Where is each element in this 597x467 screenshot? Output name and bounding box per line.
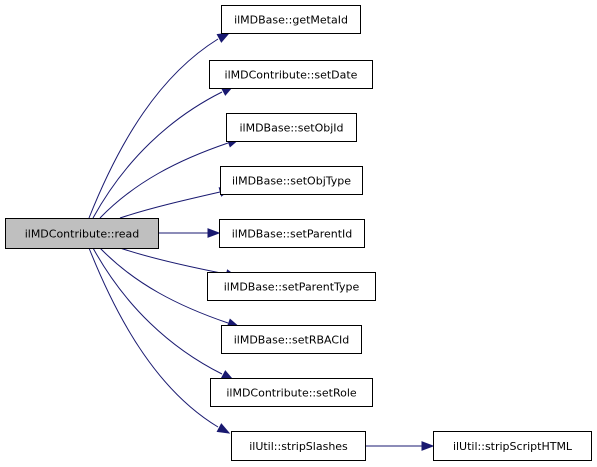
node-box[interactable]	[209, 60, 373, 89]
arrowhead-icon	[216, 423, 231, 434]
edge-line	[88, 38, 219, 219]
node-box[interactable]	[231, 431, 366, 461]
node-label: ilMDBase::getMetaId	[234, 14, 348, 27]
node-box[interactable]	[207, 272, 376, 301]
node-setRole[interactable]: ilMDContribute::setRole	[210, 378, 373, 407]
edge-read-to-setDate	[92, 85, 235, 219]
edge-line	[88, 247, 219, 428]
edge-read-to-setObjId	[99, 138, 241, 219]
edge-read-to-setObjType	[119, 187, 233, 219]
edge-read-to-stripSlashes	[88, 247, 231, 434]
node-box[interactable]	[226, 113, 357, 142]
node-box[interactable]	[220, 166, 363, 195]
edge-line	[119, 247, 227, 275]
node-setParentId[interactable]: ilMDBase::setParentId	[219, 219, 365, 248]
node-box[interactable]	[219, 219, 365, 248]
edge-line	[92, 91, 223, 219]
node-label: ilMDContribute::setRole	[226, 387, 357, 400]
node-stripSlashes[interactable]: ilUtil::stripSlashes	[231, 431, 366, 461]
node-setDate[interactable]: ilMDContribute::setDate	[209, 60, 373, 89]
edge-line	[92, 247, 223, 375]
node-setObjId[interactable]: ilMDBase::setObjId	[226, 113, 357, 142]
arrowhead-icon	[421, 441, 435, 451]
edge-read-to-setRole	[92, 247, 235, 381]
node-box[interactable]	[210, 378, 373, 407]
arrowhead-icon	[216, 32, 231, 43]
node-label: ilMDBase::setObjId	[239, 122, 343, 135]
node-box[interactable]	[5, 218, 159, 249]
node-label: ilMDBase::setParentId	[232, 228, 353, 241]
arrowhead-icon	[207, 228, 221, 238]
node-box[interactable]	[221, 325, 362, 354]
edge-line	[99, 142, 229, 219]
node-setParentType[interactable]: ilMDBase::setParentType	[207, 272, 376, 301]
node-label: ilMDBase::setRBACId	[234, 334, 350, 347]
node-getMetaId[interactable]: ilMDBase::getMetaId	[221, 5, 361, 34]
node-label: ilMDContribute::read	[25, 228, 140, 241]
edge-stripSlashes-to-stripScriptHTML	[365, 441, 435, 451]
node-label: ilMDBase::setObjType	[232, 175, 351, 188]
nodes-layer: ilMDContribute::read ilMDBase::getMetaIdi…	[5, 5, 592, 461]
node-stripScriptHTML[interactable]: ilUtil::stripScriptHTML	[433, 431, 592, 461]
node-box[interactable]	[433, 431, 592, 461]
node-label: ilUtil::stripSlashes	[249, 440, 348, 453]
node-label: ilMDContribute::setDate	[225, 69, 358, 82]
node-label: ilMDBase::setParentType	[224, 281, 360, 294]
node-read[interactable]: ilMDContribute::read	[5, 218, 159, 249]
edge-read-to-setParentId	[158, 228, 221, 238]
edge-line	[99, 247, 229, 324]
node-label: ilUtil::stripScriptHTML	[453, 440, 573, 453]
edge-line	[119, 191, 221, 219]
node-box[interactable]	[221, 5, 361, 34]
node-setObjType[interactable]: ilMDBase::setObjType	[220, 166, 363, 195]
node-setRBACId[interactable]: ilMDBase::setRBACId	[221, 325, 362, 354]
